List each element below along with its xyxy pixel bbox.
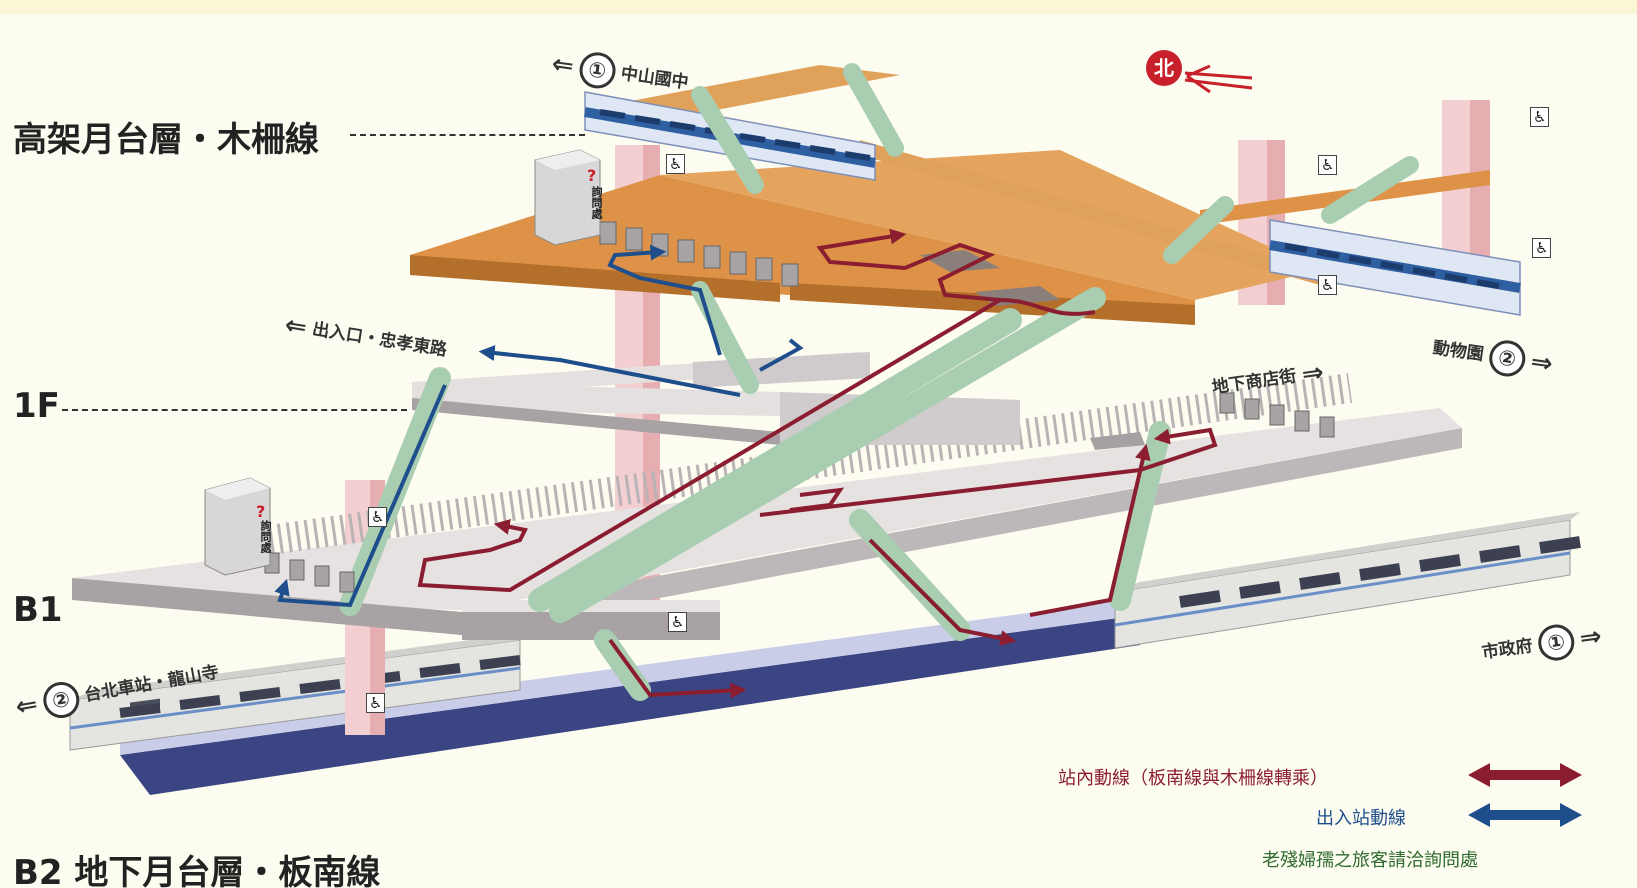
direction-number: ② [1486,338,1528,379]
arrow-right-icon: ⇒ [1528,346,1555,380]
b1-concourse [72,373,1462,640]
north-icon: 北 [1146,50,1182,86]
legend-arrow-transfer [1468,763,1582,787]
top-band [0,0,1637,14]
arrow-right-icon: ⇒ [1577,621,1604,655]
elevator-icon: ♿ [1530,107,1550,127]
b2-train-left [69,632,530,751]
escalator [843,63,904,157]
arrow-left-icon: ⇐ [282,310,309,344]
escalator [1109,421,1171,611]
transfer-route [759,427,1218,517]
floor-label-elevated: 高架月台層・木柵線 [13,120,319,160]
leader-line [350,134,585,136]
floor-label-b1: B1 [13,590,63,630]
north-arrow [1184,64,1253,94]
transfer-route [816,228,1096,316]
elevated-train-right [1269,219,1521,316]
exit-route [759,338,804,372]
escalator [691,281,759,394]
ticket-gates [1219,392,1335,438]
elevator-icon: ♿ [668,612,688,632]
arrow-left-icon: ⇐ [13,689,41,723]
direction-number: ② [40,679,82,721]
floor-label-b2: B2 地下月台層・板南線 [13,853,381,888]
direction-number: ① [1535,622,1577,663]
escalator [594,629,651,701]
elevator-icon: ♿ [666,154,686,174]
elevator-icon: ♿ [1318,275,1338,295]
transfer-route [417,298,1002,593]
info-booth-label: 詢問處 [590,186,603,219]
escalator [528,308,1022,612]
info-booth-label: 詢問處 [259,520,272,553]
direction-label: 中山國中 [619,63,690,94]
direction-label: 動物園 [1431,338,1485,366]
info-booth [534,149,601,246]
exit-route [274,384,447,608]
arrow-right-icon: ⇒ [1299,357,1326,391]
exit-route [478,345,741,397]
floor-label-1f: 1F [13,386,60,426]
escalator [691,86,764,194]
info-booth-icon: ? [587,166,597,185]
ticket-gates [599,221,799,287]
info-booth [204,477,271,576]
transfer-route [608,638,747,699]
exit-route [607,244,722,356]
leader-line [62,409,407,411]
escalator [549,287,1106,623]
transfer-route [868,538,1017,646]
elevator-icon: ♿ [1318,155,1338,175]
transfer-route [789,487,845,512]
elevator-icon: ♿ [1532,238,1552,258]
info-booth-icon: ? [256,502,266,521]
elevator-icon: ♿ [368,507,388,527]
elevated-platform [410,65,1490,325]
legend-exit: 出入站動線 [1316,808,1406,829]
direction-number: ① [576,50,618,91]
escalator [1163,196,1234,264]
direction-label: 市政府 [1480,635,1534,663]
legend-note: 老殘婦孺之旅客請洽詢問處 [1262,850,1478,871]
transfer-route [1029,443,1151,617]
elevator-icon: ♿ [366,693,386,713]
arrow-left-icon: ⇐ [549,49,576,82]
escalator [1321,156,1419,224]
legend-arrow-exit [1468,803,1582,827]
legend-transfer: 站內動線（板南線與木柵線轉乘） [1058,768,1328,789]
b2-train-right [1114,512,1581,649]
